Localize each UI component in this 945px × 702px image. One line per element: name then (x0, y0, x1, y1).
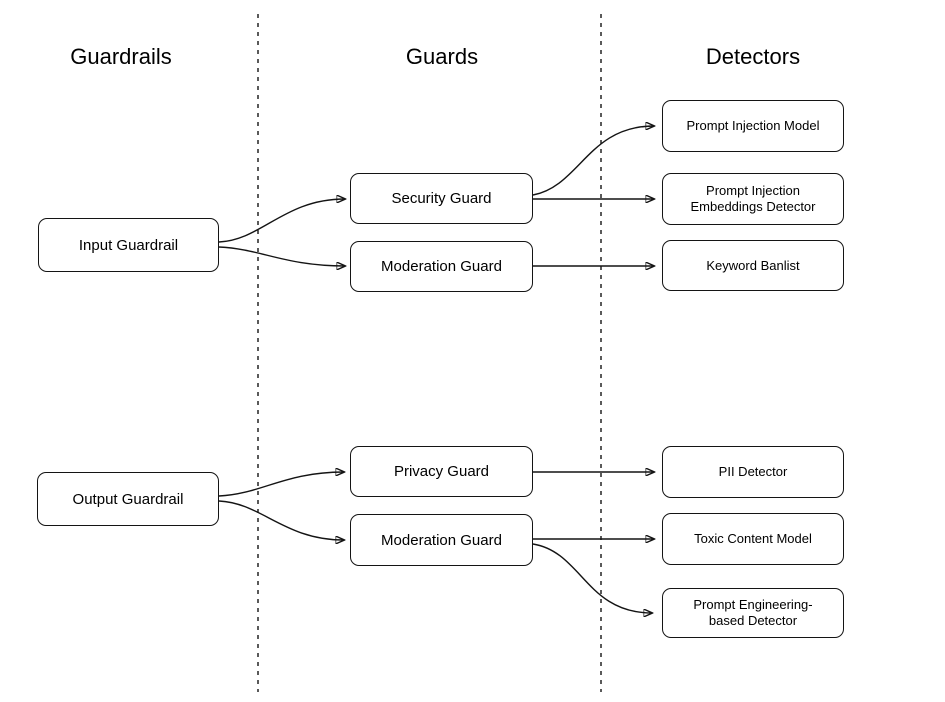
node-security-guard: Security Guard (350, 173, 533, 224)
edge-moderation-guard-to-prompt-engineering-based-detector (532, 543, 652, 613)
edge-output-guardrail-to-privacy-guard (218, 472, 344, 497)
node-input-guardrail: Input Guardrail (38, 218, 219, 272)
node-privacy-guard: Privacy Guard (350, 446, 533, 497)
edge-output-guardrail-to-moderation-guard (218, 500, 344, 540)
node-prompt-injection-embeddings-detector: Prompt Injection Embeddings Detector (662, 173, 844, 225)
node-moderation-guard-output: Moderation Guard (350, 514, 533, 566)
column-header-guards: Guards (405, 44, 479, 69)
node-keyword-banlist: Keyword Banlist (662, 240, 844, 291)
node-toxic-content-model: Toxic Content Model (662, 513, 844, 565)
column-header-detectors: Detectors (705, 44, 801, 69)
node-moderation-guard-input: Moderation Guard (350, 241, 533, 292)
node-output-guardrail: Output Guardrail (37, 472, 219, 526)
node-pii-detector: PII Detector (662, 446, 844, 498)
column-header-guardrails: Guardrails (70, 44, 172, 69)
edge-security-guard-to-prompt-injection-model (532, 126, 654, 196)
node-prompt-engineering-based-detector: Prompt Engineering-based Detector (662, 588, 844, 638)
node-prompt-injection-model: Prompt Injection Model (662, 100, 844, 152)
edge-input-guardrail-to-moderation-guard (218, 246, 345, 266)
edge-input-guardrail-to-security-guard (218, 199, 345, 243)
